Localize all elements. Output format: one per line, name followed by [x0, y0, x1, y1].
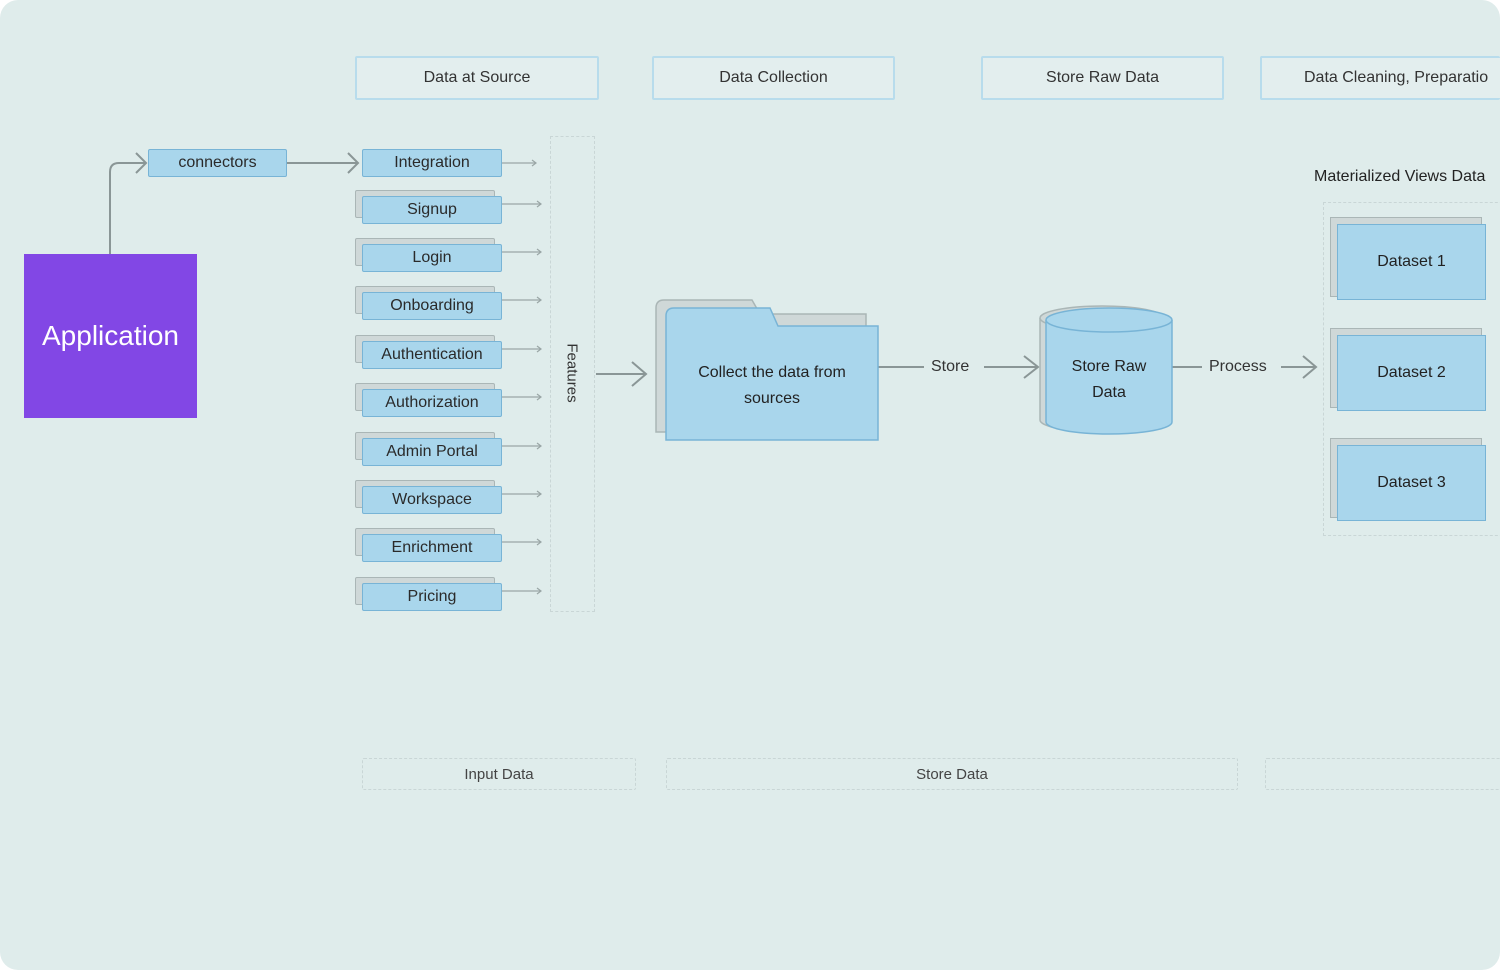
feature-integration[interactable]: Integration	[362, 149, 502, 177]
feature-label: Login	[362, 244, 502, 272]
feature-label: Authentication	[362, 341, 502, 369]
feature-workspace[interactable]: Workspace	[355, 480, 505, 516]
feature-enrichment[interactable]: Enrichment	[355, 528, 505, 564]
feature-label: Onboarding	[362, 292, 502, 320]
database-cylinder-icon	[1039, 305, 1173, 435]
dataset-2-node[interactable]: Dataset 2	[1330, 328, 1490, 418]
column-header-data-at-source: Data at Source	[355, 56, 599, 100]
features-group[interactable]	[550, 136, 595, 612]
collect-data-node[interactable]: Collect the data from sources	[666, 332, 878, 440]
collect-data-line1: Collect the data from	[698, 364, 846, 381]
feature-label: Admin Portal	[362, 438, 502, 466]
folder-icon	[655, 299, 879, 441]
process-arrow-label: Process	[1205, 358, 1271, 376]
materialized-views-title: Materialized Views Data	[1314, 168, 1486, 185]
column-header-data-collection: Data Collection	[652, 56, 895, 100]
store-raw-data-line1: Store Raw	[1071, 358, 1147, 375]
feature-label: Signup	[362, 196, 502, 224]
store-arrow-label: Store	[927, 358, 974, 376]
feature-login[interactable]: Login	[355, 238, 505, 274]
dataset-label: Dataset 3	[1337, 445, 1486, 521]
feature-onboarding[interactable]: Onboarding	[355, 286, 505, 322]
column-header-data-cleaning: Data Cleaning, Preparatio	[1260, 56, 1500, 100]
features-group-label: Features	[563, 343, 581, 403]
feature-label: Authorization	[362, 389, 502, 417]
collect-data-line2: sources	[743, 390, 801, 407]
store-raw-data-line2: Data	[1092, 384, 1126, 401]
feature-authorization[interactable]: Authorization	[355, 383, 505, 419]
dataset-label: Dataset 2	[1337, 335, 1486, 411]
dataset-label: Dataset 1	[1337, 224, 1486, 300]
footer-input-data: Input Data	[362, 758, 636, 790]
application-label: Application	[42, 320, 179, 351]
materialized-views-group[interactable]	[1323, 202, 1500, 536]
column-header-store-raw-data: Store Raw Data	[981, 56, 1224, 100]
dataset-1-node[interactable]: Dataset 1	[1330, 217, 1490, 307]
application-node[interactable]: Application	[24, 254, 197, 418]
footer-store-data: Store Data	[666, 758, 1238, 790]
feature-label: Pricing	[362, 583, 502, 611]
feature-label: Enrichment	[362, 534, 502, 562]
footer-unlabeled	[1265, 758, 1500, 790]
connectors-node[interactable]: connectors	[148, 149, 287, 177]
store-raw-data-node[interactable]: Store Raw Data	[1046, 340, 1172, 420]
feature-signup[interactable]: Signup	[355, 190, 505, 226]
dataset-3-node[interactable]: Dataset 3	[1330, 438, 1490, 528]
feature-pricing[interactable]: Pricing	[355, 577, 505, 613]
feature-admin-portal[interactable]: Admin Portal	[355, 432, 505, 468]
feature-authentication[interactable]: Authentication	[355, 335, 505, 371]
feature-label: Workspace	[362, 486, 502, 514]
